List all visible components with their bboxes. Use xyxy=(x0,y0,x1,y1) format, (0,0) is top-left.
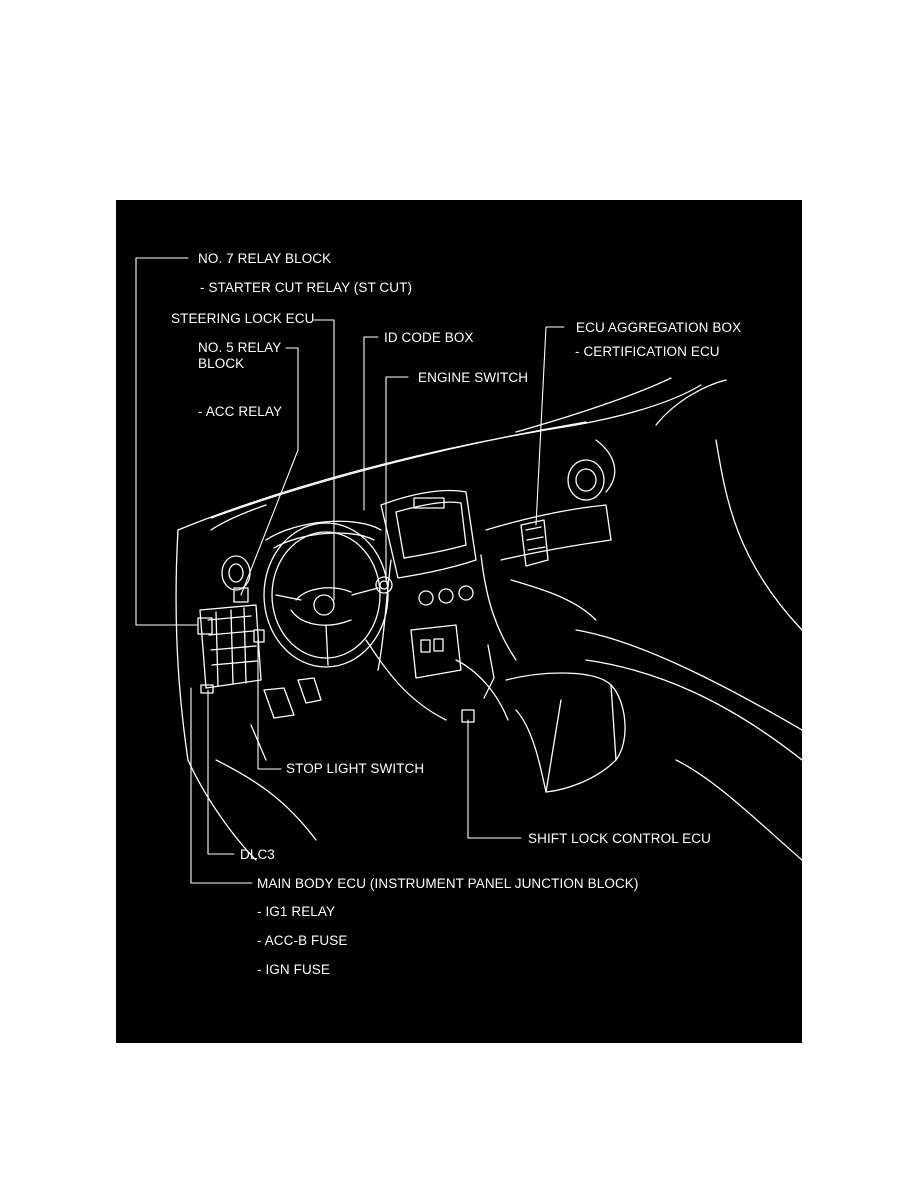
leader-lines xyxy=(135,257,565,884)
engine-switch-part xyxy=(375,576,393,594)
label-ecu-aggregation-box: ECU AGGREGATION BOX xyxy=(576,320,742,335)
leader-stop-light-switch xyxy=(257,639,282,770)
leader-main-body-ecu xyxy=(190,687,253,884)
steering-wheel xyxy=(263,522,389,668)
label-certification-ecu: - CERTIFICATION ECU xyxy=(575,344,720,359)
dashboard-illustration xyxy=(135,257,802,884)
leader-shift-lock-ecu xyxy=(467,719,522,839)
leader-dlc3 xyxy=(207,689,235,855)
label-ig1-relay: - IG1 RELAY xyxy=(257,904,336,919)
label-main-body-ecu: MAIN BODY ECU (INSTRUMENT PANEL JUNCTION… xyxy=(257,876,639,891)
leader-id-code-box xyxy=(363,336,379,511)
label-stop-light-switch: STOP LIGHT SWITCH xyxy=(286,761,425,776)
leader-engine-switch xyxy=(385,376,409,581)
label-starter-cut-relay: - STARTER CUT RELAY (ST CUT) xyxy=(200,280,413,295)
dlc3-part xyxy=(200,684,214,694)
label-acc-relay: - ACC RELAY xyxy=(198,404,283,419)
center-console xyxy=(380,489,477,579)
label-dlc3: DLC3 xyxy=(240,847,275,862)
leader-relay-block-7 xyxy=(135,257,199,626)
diagram-frame: NO. 7 RELAY BLOCK - STARTER CUT RELAY (S… xyxy=(116,200,802,1043)
label-id-code-box: ID CODE BOX xyxy=(384,330,474,345)
main-body-ecu-part xyxy=(199,604,262,689)
leader-relay-block-5 xyxy=(240,347,299,596)
right-vent xyxy=(567,459,605,501)
relay-block-5-part xyxy=(233,587,249,603)
label-relay-block-7: NO. 7 RELAY BLOCK xyxy=(198,251,332,266)
label-shift-lock-control-ecu: SHIFT LOCK CONTROL ECU xyxy=(528,831,711,846)
leader-ecu-aggregation-box xyxy=(535,326,565,526)
leader-steering-lock-ecu xyxy=(313,319,335,601)
label-steering-lock-ecu: STEERING LOCK ECU xyxy=(171,311,315,326)
label-relay-block-5-line1: NO. 5 RELAY xyxy=(198,340,282,355)
instrument-cluster xyxy=(265,520,382,541)
label-engine-switch: ENGINE SWITCH xyxy=(418,370,529,385)
pedals xyxy=(263,687,295,719)
shift-console xyxy=(410,624,462,679)
label-relay-block-5-line2: BLOCK xyxy=(198,356,245,371)
label-acc-b-fuse: - ACC-B FUSE xyxy=(257,933,348,948)
left-vent xyxy=(221,555,251,591)
ecu-aggregation-box xyxy=(520,519,549,567)
relay-block-7-part xyxy=(197,617,213,635)
label-ign-fuse: - IGN FUSE xyxy=(257,962,331,977)
